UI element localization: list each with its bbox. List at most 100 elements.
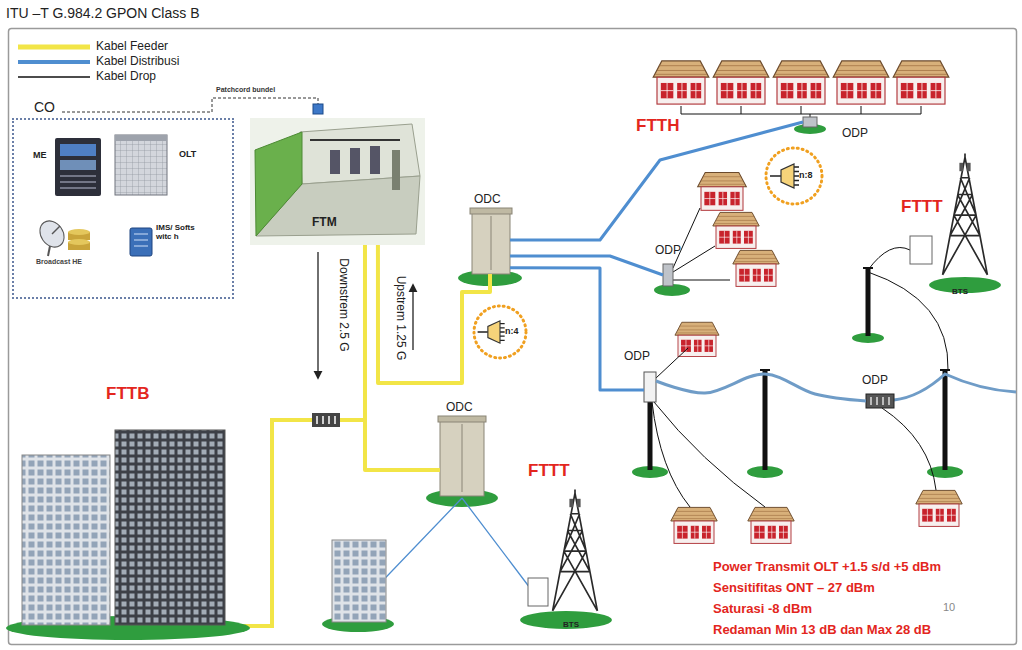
diagram-title: ITU –T G.984.2 GPON Class B [6,5,199,21]
fttb-feeder [312,413,340,427]
middle-houses [733,250,779,286]
ftm-building: FTM [250,118,425,245]
page-number: 10 [943,601,955,614]
splitter-symbol [488,321,500,343]
me-icon [55,138,101,196]
spec-note: Saturasi -8 dBm [713,602,812,617]
odc-cabinets [491,216,492,270]
odp-box: ODP [803,117,817,127]
splitter-symbol [781,164,794,188]
ftth-houses [653,61,709,104]
odc-cabinets [462,424,463,492]
broadcast-he-icon [35,216,90,256]
odp-box: ODP [644,372,656,402]
splitter-outline [764,146,824,206]
ftm-building [255,132,302,236]
odc-cabinets [440,420,484,496]
me-icon [60,144,96,156]
odc-drop-cables [368,498,530,596]
service-label: FTTT [901,197,943,217]
bts-right [910,236,932,264]
poles-and-drops [632,268,1016,543]
me-icon [60,176,96,188]
broadcast-he-icon [48,246,50,256]
bts-right [943,153,988,274]
legend-samples [18,60,90,64]
ftth-houses [681,106,921,117]
fttb-buildings [115,430,225,625]
node-label: ODC [474,193,501,207]
odc-cabinet: ODC [472,212,510,274]
service-label: FTTH [636,116,679,136]
poles-and-drops [644,372,656,402]
legend-samples [18,76,90,78]
fttb-buildings [22,455,110,625]
tower-label: BTS [952,287,968,296]
ftm-building [250,118,425,245]
node-label: n:8 [799,170,813,180]
ims-icon [134,234,148,246]
poles-and-drops [650,268,945,470]
olt-icon [115,135,167,195]
equipment: IMS/ Softswitc h [130,228,152,256]
legend-text: Kabel Drop [96,70,156,84]
broadcast-he-icon [68,239,90,245]
bts-bottom [520,489,612,629]
bts-bottom [528,578,548,606]
poles-and-drops [894,374,1016,400]
patchcord-line [62,98,318,112]
service-label: FTTB [106,384,149,404]
office-group: COMEOLTBroadcast HEIMS/ Softswitc h [14,120,232,297]
splitter-outline [766,148,822,204]
ftm-building [350,148,360,174]
olt-icon [115,135,167,195]
fttb-feeder [317,416,335,424]
node-label: Broadcast HE [36,258,82,266]
node-label: n:4 [505,326,519,336]
splitter-symbol [478,321,505,343]
bts-right [868,153,1001,370]
splitter-circle: n:4 [472,304,528,360]
patchcord-label: Patchcord bundel [216,86,275,94]
legend-text: Kabel Distribusi [96,55,179,69]
distribution-cable [510,268,644,390]
direction-arrows [412,285,413,350]
equipment: Broadcast HE [40,218,95,256]
olt-icon [115,135,167,141]
odc-cabinets [470,208,512,214]
middle-houses [673,208,730,280]
patchcord-line [62,98,323,114]
me-icon [55,138,101,196]
ftth-houses [713,61,769,104]
direction-label: Upstrem 1.25 G [393,276,407,361]
distribution-cable [510,256,663,275]
fttb-buildings [6,430,250,640]
me-icon [60,160,96,170]
node-label: ODP [842,127,868,141]
middle-houses [713,212,759,248]
ims-icon [130,228,152,256]
poles-and-drops [866,394,894,408]
odc-drop-cables [368,498,530,596]
ftm-building [300,124,420,184]
bts-right [868,248,948,371]
ims-icon [130,228,152,256]
legend-samples [18,47,90,77]
equipment: ME [55,138,101,196]
poles-and-drops [652,348,936,507]
node-label: ODC [446,401,473,415]
ftm-building [330,150,340,174]
patchcord-line [313,104,323,114]
node-label: ME [33,150,47,160]
node-label: FTM [312,216,337,230]
page-frame [9,29,1017,645]
ftm-building [250,118,425,245]
odp-box: ODP [663,264,673,286]
poles-and-drops [671,507,717,543]
broadcast-he-icon [52,226,60,234]
odc-cabinets [472,212,510,274]
direction-label: Downstrem 2.5 G [336,258,350,351]
node-label: OLT [179,149,196,159]
